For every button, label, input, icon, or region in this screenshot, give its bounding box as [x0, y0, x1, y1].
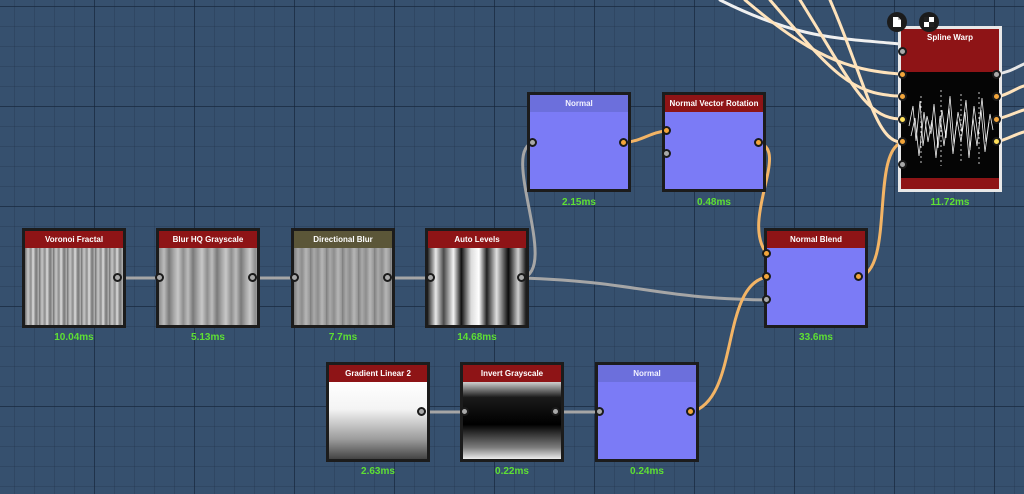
- wire-autolevels-normalblend: [520, 276, 769, 302]
- node-directional-blur[interactable]: Directional Blur: [291, 228, 395, 328]
- node-gradient-linear-2[interactable]: Gradient Linear 2: [326, 362, 430, 462]
- input-port[interactable]: [595, 407, 604, 416]
- input-port[interactable]: [898, 92, 907, 101]
- output-port[interactable]: [992, 70, 1001, 79]
- wire-normalbottom-blend: [689, 275, 769, 414]
- wire-offscreen-4: [798, 0, 902, 121]
- output-port[interactable]: [248, 273, 257, 282]
- node-normal-vector-rotation[interactable]: Normal Vector Rotation: [662, 92, 766, 192]
- node-preview: [767, 248, 865, 325]
- input-port[interactable]: [662, 149, 671, 158]
- wire-blend-spline: [857, 140, 905, 279]
- input-port[interactable]: [898, 70, 907, 79]
- input-port[interactable]: [762, 295, 771, 304]
- input-port[interactable]: [155, 273, 164, 282]
- node-title: Normal Vector Rotation: [665, 95, 763, 112]
- input-port[interactable]: [898, 137, 907, 146]
- node-preview: [428, 248, 526, 325]
- node-preview: [25, 248, 123, 325]
- output-port[interactable]: [754, 138, 763, 147]
- node-title: Normal: [530, 95, 628, 112]
- input-port[interactable]: [898, 115, 907, 124]
- node-preview: [294, 248, 392, 325]
- output-port[interactable]: [551, 407, 560, 416]
- wire-offscreen-1: [718, 0, 902, 46]
- output-port[interactable]: [992, 137, 1001, 146]
- input-port[interactable]: [898, 47, 907, 56]
- wire-offscreen-3: [768, 0, 902, 98]
- node-preview: [530, 112, 628, 189]
- node-title: Normal: [598, 365, 696, 382]
- node-spline-warp[interactable]: Spline Warp: [898, 26, 1002, 192]
- output-port[interactable]: [992, 115, 1001, 124]
- output-port[interactable]: [992, 92, 1001, 101]
- output-port[interactable]: [619, 138, 628, 147]
- node-title: Normal Blend: [767, 231, 865, 248]
- input-port[interactable]: [662, 126, 671, 135]
- node-timing: 14.68ms: [457, 332, 497, 343]
- node-title: Directional Blur: [294, 231, 392, 248]
- document-icon[interactable]: [887, 12, 907, 32]
- node-title: Auto Levels: [428, 231, 526, 248]
- wire-offscreen-5: [828, 0, 902, 144]
- checker-icon[interactable]: [919, 12, 939, 32]
- node-preview: [463, 382, 561, 459]
- input-port[interactable]: [898, 160, 907, 169]
- node-invert-grayscale[interactable]: Invert Grayscale: [460, 362, 564, 462]
- node-timing: 33.6ms: [799, 332, 833, 343]
- node-timing: 11.72ms: [930, 197, 970, 208]
- node-preview: [901, 46, 999, 189]
- output-port[interactable]: [383, 273, 392, 282]
- node-timing: 2.63ms: [361, 466, 395, 477]
- node-title: Voronoi Fractal: [25, 231, 123, 248]
- node-timing: 5.13ms: [191, 332, 225, 343]
- output-port[interactable]: [517, 273, 526, 282]
- node-preview: [329, 382, 427, 459]
- input-port[interactable]: [762, 272, 771, 281]
- wire-offscreen-2: [743, 0, 902, 76]
- input-port[interactable]: [528, 138, 537, 147]
- node-normal-bottom[interactable]: Normal: [595, 362, 699, 462]
- node-preview: [159, 248, 257, 325]
- node-auto-levels[interactable]: Auto Levels: [425, 228, 529, 328]
- node-title: Gradient Linear 2: [329, 365, 427, 382]
- node-normal-top[interactable]: Normal: [527, 92, 631, 192]
- wire-autolevels-normal: [520, 141, 537, 280]
- output-port[interactable]: [686, 407, 695, 416]
- node-title: Invert Grayscale: [463, 365, 561, 382]
- node-timing: 0.48ms: [697, 197, 731, 208]
- input-port[interactable]: [426, 273, 435, 282]
- output-port[interactable]: [113, 273, 122, 282]
- node-voronoi-fractal[interactable]: Voronoi Fractal: [22, 228, 126, 328]
- node-timing: 10.04ms: [54, 332, 94, 343]
- input-port[interactable]: [290, 273, 299, 282]
- node-timing: 2.15ms: [562, 197, 596, 208]
- node-preview: [598, 382, 696, 459]
- output-port[interactable]: [854, 272, 863, 281]
- node-timing: 0.22ms: [495, 466, 529, 477]
- node-blur-hq-grayscale[interactable]: Blur HQ Grayscale: [156, 228, 260, 328]
- node-normal-blend[interactable]: Normal Blend: [764, 228, 868, 328]
- node-title: Spline Warp: [901, 29, 999, 46]
- node-timing: 0.24ms: [630, 466, 664, 477]
- node-timing: 7.7ms: [328, 332, 358, 343]
- output-port[interactable]: [417, 407, 426, 416]
- node-title: Blur HQ Grayscale: [159, 231, 257, 248]
- input-port[interactable]: [762, 249, 771, 258]
- node-preview: [665, 112, 763, 189]
- input-port[interactable]: [460, 407, 469, 416]
